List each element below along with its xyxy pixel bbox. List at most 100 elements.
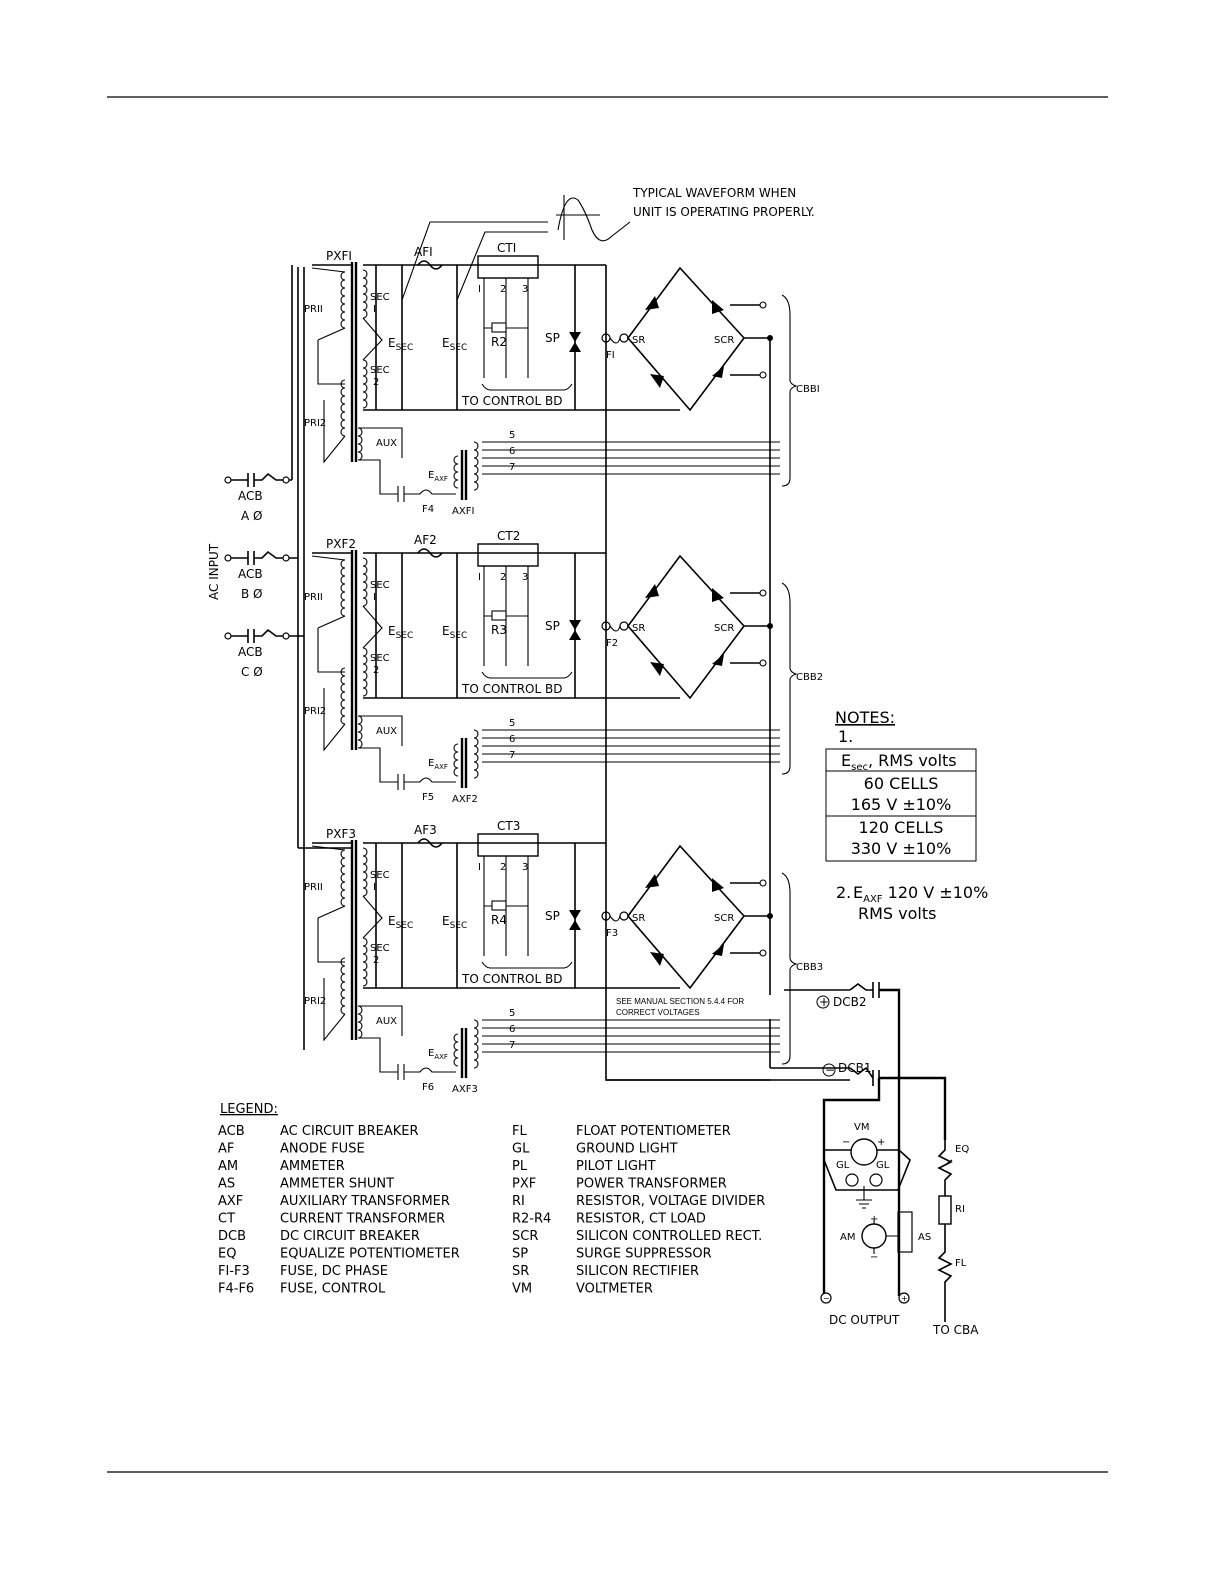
legend-abbrev: PXF bbox=[512, 1177, 536, 1192]
see-manual-note: SEE MANUAL SECTION 5.4.4 FOR CORRECT VOL… bbox=[612, 995, 784, 1019]
legend-definition: VOLTMETER bbox=[576, 1282, 653, 1297]
legend-abbrev: AM bbox=[218, 1159, 238, 1174]
legend-abbrev: FL bbox=[512, 1124, 527, 1139]
sec1-number: I bbox=[373, 304, 376, 315]
legend-definition: DC CIRCUIT BREAKER bbox=[280, 1229, 420, 1244]
control-fuse-label: F4 bbox=[422, 504, 434, 515]
legend-definition: AMMETER SHUNT bbox=[280, 1177, 394, 1192]
legend-definition: FUSE, CONTROL bbox=[280, 1282, 386, 1297]
sec2-label: SEC bbox=[370, 943, 390, 954]
aux-label: AUX bbox=[376, 438, 397, 449]
notes-row2-voltage: 330 V ±10% bbox=[851, 839, 952, 858]
notes-heading: NOTES: bbox=[835, 708, 895, 727]
ct-tap-label: 2 bbox=[500, 572, 506, 583]
control-fuse-label: F6 bbox=[422, 1082, 434, 1093]
cbb-label: CBBI bbox=[796, 384, 820, 395]
ri-label: RI bbox=[955, 1204, 965, 1215]
notes-row2-cells: 120 CELLS bbox=[859, 818, 944, 837]
legend-definition: PILOT LIGHT bbox=[576, 1159, 656, 1174]
to-cba-label: TO CBA bbox=[932, 1323, 979, 1337]
notes-block: NOTES: 1. Esec, RMS volts 60 CELLS 165 V… bbox=[825, 708, 988, 923]
esec-label: ESEC bbox=[388, 336, 413, 353]
legend-abbrev: VM bbox=[512, 1282, 532, 1297]
axf-label: AXFI bbox=[452, 506, 474, 517]
pri2-label: PRI2 bbox=[304, 706, 326, 717]
aux-tap-label: 5 bbox=[509, 1008, 515, 1019]
waveform-caption-line1: TYPICAL WAVEFORM WHEN bbox=[632, 186, 796, 200]
ct-tap-label: 3 bbox=[522, 572, 528, 583]
legend-definition: FLOAT POTENTIOMETER bbox=[576, 1124, 731, 1139]
see-manual-line2: CORRECT VOLTAGES bbox=[616, 1008, 700, 1017]
legend-abbrev: SCR bbox=[512, 1229, 538, 1244]
dcb2-label: DCB2 bbox=[833, 995, 867, 1009]
acb-phase-label: A Ø bbox=[241, 509, 262, 523]
af-label: AF3 bbox=[414, 823, 437, 837]
note-2-number: 2. bbox=[836, 883, 851, 902]
af-label: AF2 bbox=[414, 533, 437, 547]
acb-label: ACB bbox=[238, 645, 263, 659]
sr-label: SR bbox=[632, 913, 645, 924]
note-2-unit: RMS volts bbox=[858, 904, 936, 923]
notes-table-header: Esec, RMS volts bbox=[841, 751, 957, 773]
pri1-label: PRII bbox=[304, 592, 323, 603]
esec-label: ESEC bbox=[442, 914, 467, 931]
sec2-label: SEC bbox=[370, 653, 390, 664]
legend-definition: AMMETER bbox=[280, 1159, 345, 1174]
legend-abbrev: F4-F6 bbox=[218, 1282, 254, 1297]
legend-definition: EQUALIZE POTENTIOMETER bbox=[280, 1247, 460, 1262]
eaxf-label: EAXF bbox=[428, 758, 448, 771]
esec-label: ESEC bbox=[442, 624, 467, 641]
to-control-bd-label: TO CONTROL BD bbox=[461, 972, 562, 986]
dc-output-label: DC OUTPUT bbox=[829, 1313, 900, 1327]
ct-tap-label: 3 bbox=[522, 284, 528, 295]
sec1-number: I bbox=[373, 882, 376, 893]
aux-tap-label: 7 bbox=[509, 1040, 515, 1051]
legend-definition: FUSE, DC PHASE bbox=[280, 1264, 388, 1279]
sp-label: SP bbox=[545, 909, 560, 923]
ct-tap-label: 2 bbox=[500, 862, 506, 873]
ac-input-label: AC INPUT bbox=[207, 543, 221, 600]
waveform-callout: TYPICAL WAVEFORM WHEN UNIT IS OPERATING … bbox=[401, 186, 815, 301]
legend-abbrev: DCB bbox=[218, 1229, 246, 1244]
pri2-label: PRI2 bbox=[304, 996, 326, 1007]
as-label: AS bbox=[918, 1232, 931, 1243]
pxf-label: PXF2 bbox=[326, 537, 356, 551]
dc-output-minus: − bbox=[823, 1294, 830, 1303]
esec-label: ESEC bbox=[388, 914, 413, 931]
legend-definition: SILICON RECTIFIER bbox=[576, 1264, 699, 1279]
aux-tap-label: 7 bbox=[509, 750, 515, 761]
dc-fuse-label: FI bbox=[606, 350, 615, 361]
legend-title: LEGEND: bbox=[220, 1102, 278, 1117]
aux-tap-label: 6 bbox=[509, 734, 515, 745]
legend-abbrev: SR bbox=[512, 1264, 529, 1279]
ct-tap-label: I bbox=[478, 862, 481, 873]
scr-label: SCR bbox=[714, 623, 734, 634]
waveform-caption-line2: UNIT IS OPERATING PROPERLY. bbox=[633, 205, 815, 219]
pxf-label: PXF3 bbox=[326, 827, 356, 841]
aux-tap-label: 5 bbox=[509, 430, 515, 441]
am-label: AM bbox=[840, 1232, 855, 1243]
dc-fuse-label: F3 bbox=[606, 928, 618, 939]
to-control-bd-label: TO CONTROL BD bbox=[461, 394, 562, 408]
ct-load-resistor-label: R2 bbox=[491, 335, 507, 349]
acb-breaker: ACB A Ø bbox=[224, 472, 290, 523]
ct-load-resistor-label: R3 bbox=[491, 623, 507, 637]
ct-label: CTI bbox=[497, 241, 516, 255]
legend-abbrev: RI bbox=[512, 1194, 525, 1209]
legend-definition: GROUND LIGHT bbox=[576, 1142, 678, 1157]
legend-definition: RESISTOR, VOLTAGE DIVIDER bbox=[576, 1194, 765, 1209]
sp-label: SP bbox=[545, 331, 560, 345]
legend-definition: RESISTOR, CT LOAD bbox=[576, 1212, 706, 1227]
acb-label: ACB bbox=[238, 489, 263, 503]
cbb-label: CBB2 bbox=[796, 672, 823, 683]
dcb1-label: DCB1 bbox=[838, 1061, 872, 1075]
ct-label: CT3 bbox=[497, 819, 520, 833]
dc-bus-lines bbox=[605, 265, 850, 1081]
sp-label: SP bbox=[545, 619, 560, 633]
to-control-bd-label: TO CONTROL BD bbox=[461, 682, 562, 696]
